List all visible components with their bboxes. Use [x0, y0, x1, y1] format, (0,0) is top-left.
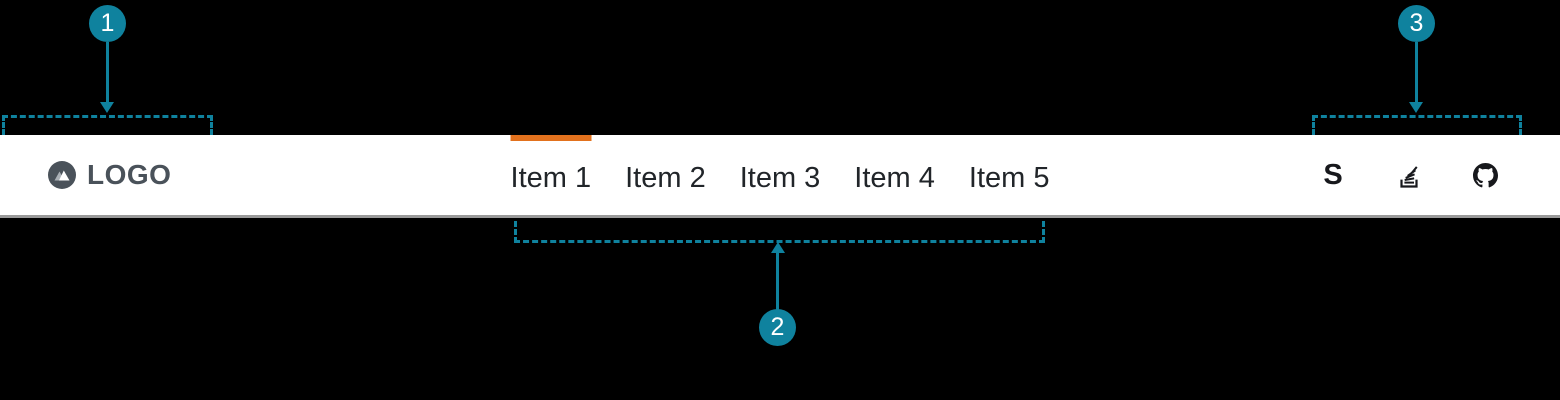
stack-exchange-glyph: S	[1323, 158, 1343, 191]
main-menu: Item 1 Item 2 Item 3 Item 4 Item 5	[510, 135, 1050, 215]
callout-2-arrowhead-icon	[771, 242, 785, 253]
social-links: S	[1320, 135, 1498, 215]
github-icon[interactable]	[1472, 162, 1498, 188]
navbar: LOGO Item 1 Item 2 Item 3 Item 4 Item 5 …	[0, 135, 1560, 218]
callout-2-arrow-line	[776, 253, 779, 310]
callout-1-arrow-line	[106, 42, 109, 103]
callout-3-arrowhead-icon	[1409, 102, 1423, 113]
logo-label: LOGO	[87, 159, 172, 190]
callout-3-social-region-box	[1312, 115, 1522, 135]
stack-overflow-icon[interactable]	[1396, 162, 1422, 188]
callout-1-marker: 1	[89, 5, 126, 42]
menu-item-3[interactable]: Item 3	[739, 161, 821, 194]
menu-item-5[interactable]: Item 5	[968, 161, 1050, 194]
callout-1-number: 1	[100, 9, 115, 37]
mountain-logo-icon	[48, 161, 76, 189]
stack-exchange-icon[interactable]: S	[1320, 158, 1346, 191]
callout-3-arrow-line	[1415, 42, 1418, 103]
callout-2-marker: 2	[759, 309, 796, 346]
callout-2-number: 2	[770, 313, 785, 341]
callout-2-menu-region-box	[514, 221, 1045, 243]
menu-item-4[interactable]: Item 4	[854, 161, 935, 194]
callout-3-marker: 3	[1398, 5, 1435, 42]
callout-3-number: 3	[1409, 9, 1424, 37]
callout-1-logo-region-box	[2, 115, 213, 135]
menu-item-1[interactable]: Item 1	[510, 135, 592, 215]
logo[interactable]: LOGO	[48, 135, 171, 215]
menu-item-2[interactable]: Item 2	[625, 161, 706, 194]
callout-1-arrowhead-icon	[100, 102, 114, 113]
